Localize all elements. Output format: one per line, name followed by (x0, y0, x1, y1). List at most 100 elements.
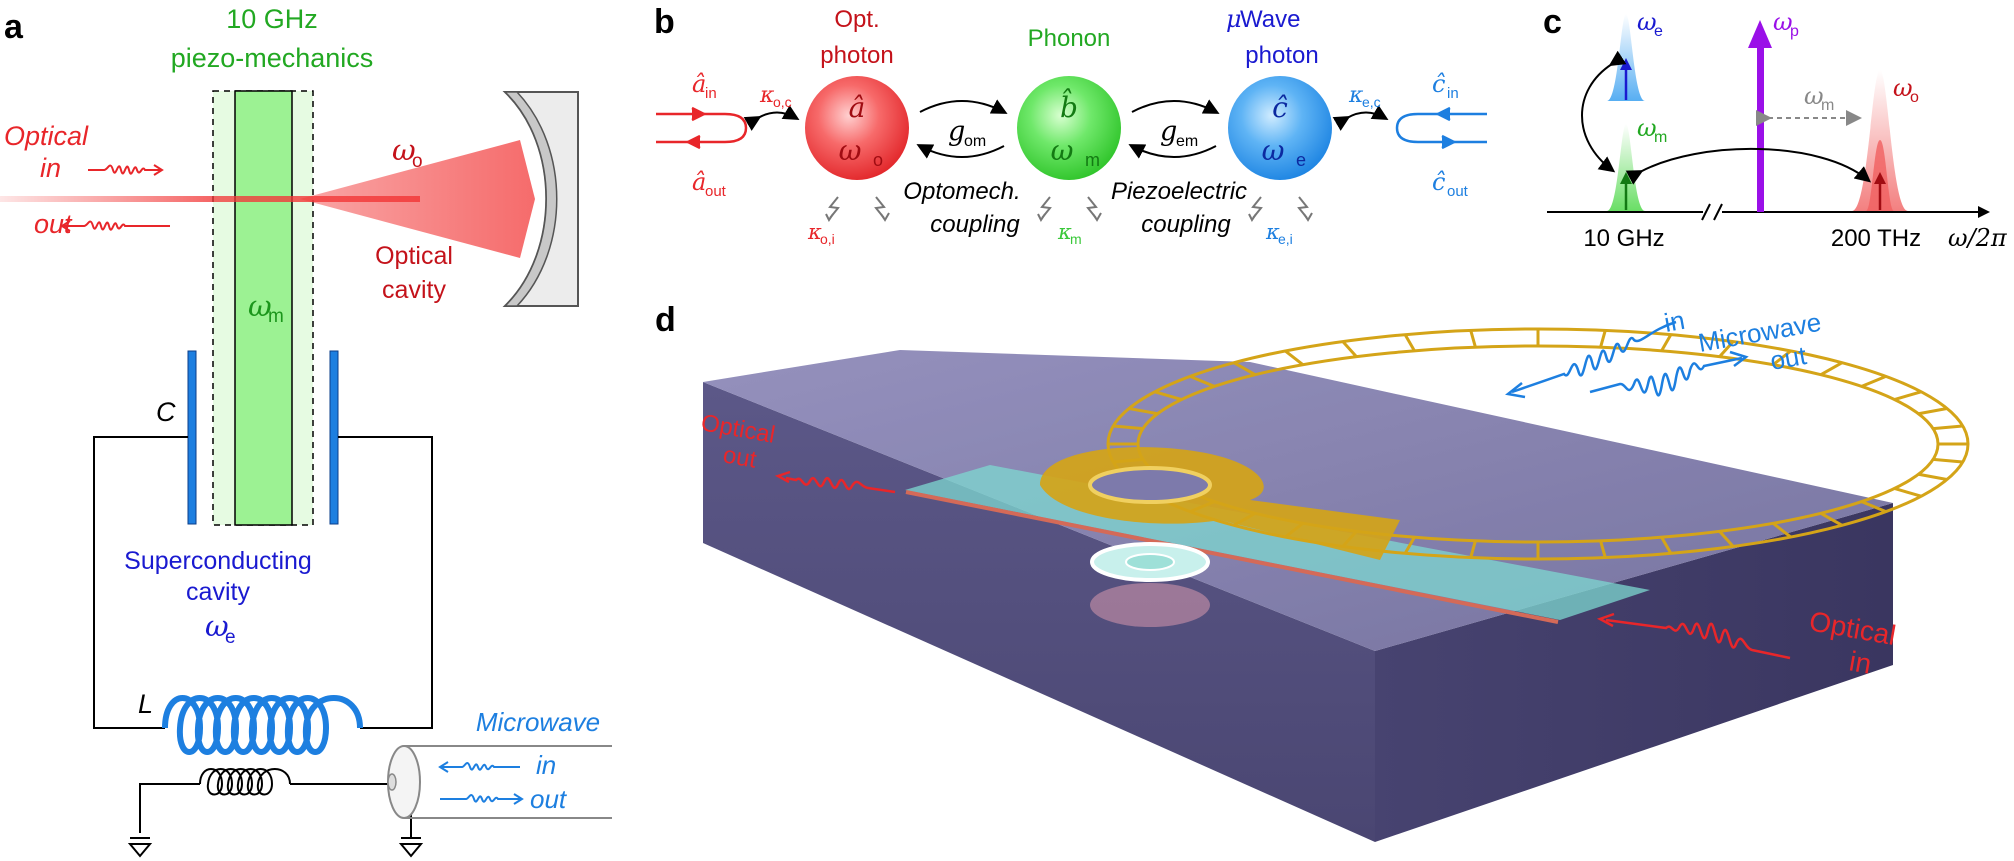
ring-rung (1469, 330, 1477, 348)
optical-out-word: out (34, 209, 73, 239)
ring-rung (1233, 361, 1256, 377)
capacitor-label: C (156, 397, 176, 427)
substrate-top-sheen (703, 350, 1893, 651)
peak-label-omega-o-sub: o (1910, 89, 1919, 106)
optical-beam (0, 196, 420, 202)
ring-resonator-center (1125, 553, 1175, 571)
circuit-wire-left (93, 436, 188, 729)
a-in-symbol: â (692, 70, 706, 98)
d-optical-in-pulse (1596, 612, 1791, 660)
a-in-subscript: in (705, 85, 717, 102)
coupling-wire-left (139, 783, 200, 833)
omega-m-b: ω (1051, 134, 1074, 167)
ring-rung (1932, 457, 1963, 464)
d-optical-in-line2: in (1847, 645, 1874, 679)
b-hat-operator: b̂ (1060, 89, 1078, 124)
kappa-oi-symbol: κ (807, 220, 822, 244)
peak-label-omega-e: ω (1637, 8, 1657, 36)
ring-rung (1772, 349, 1792, 366)
omega-m-subscript: m (268, 306, 284, 327)
microwave-label: Microwave (476, 707, 600, 737)
kappa-oi-subscript: o,i (820, 231, 835, 247)
omega-o-b-sub: o (873, 150, 883, 170)
coupling-arrows-om (916, 99, 1008, 159)
omega-o-b: ω (839, 134, 862, 167)
ring-rung (1893, 390, 1922, 401)
c-out-subscript: out (1447, 183, 1469, 200)
axis-label-omega-2pi: ω/2π (1948, 224, 2008, 252)
optomech-coupling-line1: Optomech. (903, 178, 1020, 205)
microwave-out-pulse (440, 793, 524, 805)
spacing-label-omega-m: ω (1804, 82, 1824, 110)
g-em-symbol: g (1160, 116, 1177, 147)
ring-rung (1918, 406, 1948, 416)
a-out-symbol: â (692, 168, 706, 196)
ring-rung (1599, 540, 1607, 558)
ring-rung (1189, 375, 1215, 388)
peak-label-omega-p: ω (1773, 8, 1793, 36)
omega-e-b: ω (1262, 134, 1285, 167)
peak-label-omega-m: ω (1637, 114, 1657, 142)
g-om-symbol: g (948, 116, 965, 147)
optical-in-pulse (88, 164, 164, 176)
optical-in-word: in (40, 153, 61, 183)
ring-rung (1284, 349, 1304, 366)
optical-cavity-label-line2: cavity (382, 276, 446, 304)
microwave-out-word: out (530, 784, 568, 814)
ring-rung (1660, 333, 1673, 352)
kappa-ec-arrow (1332, 105, 1389, 131)
optical-cavity-label-line1: Optical (375, 242, 453, 270)
omega-e-b-sub: e (1296, 150, 1306, 170)
kappa-ec-subscript: e,c (1362, 94, 1381, 110)
capacitor-plate-left (187, 350, 197, 525)
c-in-subscript: in (1447, 85, 1459, 102)
uwave-label-line2: photon (1245, 42, 1318, 69)
microwave-port-loop (1395, 106, 1487, 150)
optical-waveguide (905, 490, 1559, 624)
pump-line (1757, 42, 1764, 212)
kappa-ei-symbol: κ (1265, 220, 1280, 244)
optomech-coupling-line2: coupling (930, 211, 1020, 238)
peak-label-omega-o: ω (1893, 74, 1913, 102)
d-microwave-out-word: out (1768, 340, 1810, 376)
ring-rung (1918, 472, 1948, 482)
microwave-mode-sphere (1228, 76, 1332, 180)
coupling-coil (199, 768, 291, 796)
optical-peak-arrowhead (1874, 172, 1886, 184)
d-microwave-in-pulse (1505, 320, 1677, 399)
pump-arrowhead (1748, 20, 1772, 48)
ring-rung (1820, 361, 1843, 377)
spacing-label-omega-m-sub: m (1821, 97, 1834, 114)
omega-e-symbol: ω (205, 609, 229, 643)
ring-rung (1403, 333, 1416, 352)
panel-label-c: c (1543, 3, 1562, 41)
om-coupling-arc (1625, 148, 1872, 185)
omega-e-subscript: e (225, 627, 236, 648)
microwave-in-pulse (438, 761, 520, 773)
ring-rung (1599, 330, 1607, 348)
panel-label-a: a (4, 8, 24, 46)
a-hat-operator: â (849, 91, 866, 124)
em-coupling-arc (1581, 50, 1627, 173)
sc-cavity-label-line2: cavity (186, 578, 250, 606)
optical-mirror-edge (503, 91, 558, 307)
peak-label-omega-e-sub: e (1654, 23, 1663, 40)
opt-photon-label-line1: Opt. (834, 6, 879, 33)
gold-pad-aperture (1088, 466, 1212, 504)
piezo-slab-core (234, 90, 293, 526)
circuit-wire-right (338, 436, 433, 729)
opt-photon-label-line2: photon (820, 42, 893, 69)
piezo-coupling-line1: Piezoelectric (1111, 178, 1247, 205)
tick-label-10ghz: 10 GHz (1583, 225, 1664, 252)
inductor-coil (162, 695, 363, 755)
c-in-symbol: ĉ (1432, 70, 1445, 98)
capacitor-plate-right (329, 350, 339, 525)
substrate-top-face (703, 350, 1893, 651)
peak-label-omega-m-sub: m (1654, 129, 1667, 146)
phonon-mode-sphere (1017, 76, 1121, 180)
ring-rung (1403, 536, 1416, 555)
substrate-side-face (1375, 503, 1893, 842)
ring-rung (1154, 390, 1183, 401)
a-out-subscript: out (705, 183, 727, 200)
